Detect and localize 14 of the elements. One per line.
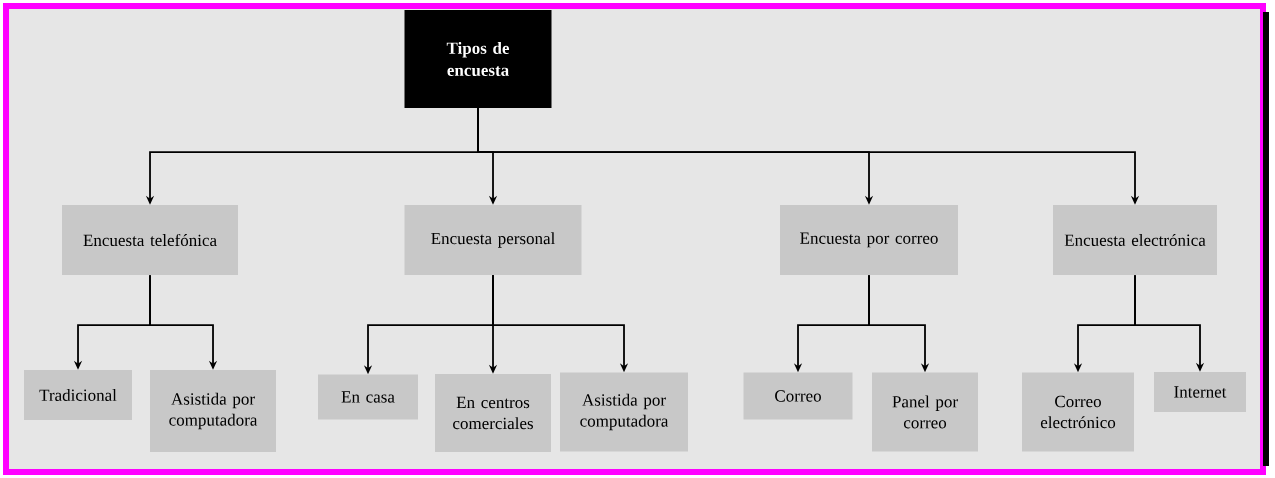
subtype-box: Tradicional xyxy=(24,370,132,420)
title-box: Tipos de encuesta xyxy=(404,10,552,108)
category-box: Encuesta electrónica xyxy=(1053,205,1217,275)
category-box: Encuesta personal xyxy=(404,205,582,275)
subtype-box: Internet xyxy=(1154,372,1246,412)
category-box: Encuesta telefónica xyxy=(62,205,238,275)
subtype-box: Correo xyxy=(743,372,853,420)
subtype-box: Panel por correo xyxy=(872,372,978,452)
subtype-box: Asistida por computadora xyxy=(150,370,276,452)
subtype-box: Asistida por computadora xyxy=(560,372,688,452)
category-box: Encuesta por correo xyxy=(780,205,958,275)
subtype-box: En centros comerciales xyxy=(435,374,551,452)
subtype-box: Correo electrónico xyxy=(1022,372,1134,452)
subtype-box: En casa xyxy=(318,374,418,420)
